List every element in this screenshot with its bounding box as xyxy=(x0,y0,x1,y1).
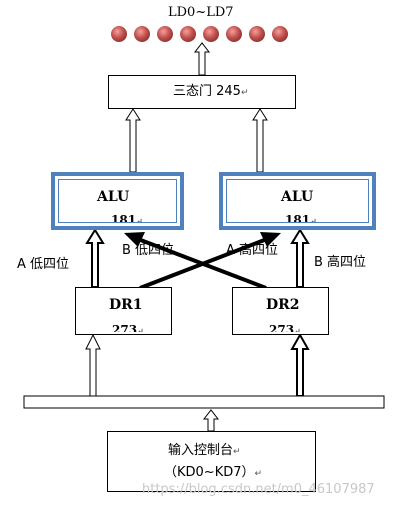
arrow-console-to-bus xyxy=(202,409,220,432)
alu-right-title: ALU xyxy=(281,189,314,205)
alu-right-box: ALU 181↵ xyxy=(219,172,376,230)
arrow-dr1-to-alu-right xyxy=(139,232,281,290)
data-bus xyxy=(23,395,385,409)
led-indicator xyxy=(226,26,242,42)
arrow-alu-right-to-gate xyxy=(252,108,268,173)
dr2-box: DR2 273↵ xyxy=(232,287,329,335)
tristate-gate-label: 三态门 245↵ xyxy=(173,84,249,99)
led-row xyxy=(111,26,288,42)
led-indicator xyxy=(180,26,196,42)
alu-right-subtitle: 181↵ xyxy=(285,214,317,222)
led-indicator xyxy=(111,26,127,42)
arrow-dr2-to-alu-right xyxy=(290,228,310,288)
label-b-low: B 低四位 xyxy=(122,243,175,258)
led-indicator xyxy=(249,26,265,42)
tristate-gate-box: 三态门 245↵ xyxy=(108,75,296,109)
led-indicator xyxy=(134,26,150,42)
dr2-title: DR2 xyxy=(266,297,300,313)
label-a-high: A 高四位 xyxy=(226,243,279,258)
console-range: （KD0~KD7）↵ xyxy=(164,465,263,480)
arrow-bus-to-dr2 xyxy=(290,332,310,397)
arrow-bus-to-dr1 xyxy=(85,333,101,397)
return-mark: ↵ xyxy=(240,88,249,98)
dr1-box: DR1 273↵ xyxy=(75,287,172,335)
label-a-low: A 低四位 xyxy=(17,257,70,272)
led-indicator xyxy=(157,26,173,42)
dr2-subtitle: 273↵ xyxy=(269,324,301,332)
alu-left-subtitle: 181↵ xyxy=(111,214,143,222)
console-title: 输入控制台↵ xyxy=(168,443,241,458)
input-console-box: 输入控制台↵ （KD0~KD7）↵ xyxy=(107,431,316,492)
led-indicator xyxy=(203,26,219,42)
led-indicator xyxy=(272,26,288,42)
led-label: LD0~LD7 xyxy=(168,5,234,20)
watermark: https://blog.csdn.net/m0_46107987 xyxy=(142,482,375,497)
arrow-alu-left-to-gate xyxy=(125,108,141,173)
alu-left-box: ALU 181↵ xyxy=(51,172,184,230)
dr1-subtitle: 273↵ xyxy=(112,324,144,332)
alu-left-inner-frame xyxy=(58,179,177,223)
arrow-dr1-to-alu-left xyxy=(85,228,105,288)
alu-right-inner-frame xyxy=(226,179,369,223)
alu-left-title: ALU xyxy=(97,189,130,205)
label-b-high: B 高四位 xyxy=(314,255,367,270)
arrow-dr2-to-alu-left xyxy=(124,232,267,290)
arrow-gate-to-leds xyxy=(193,42,211,76)
dr1-title: DR1 xyxy=(109,297,143,313)
